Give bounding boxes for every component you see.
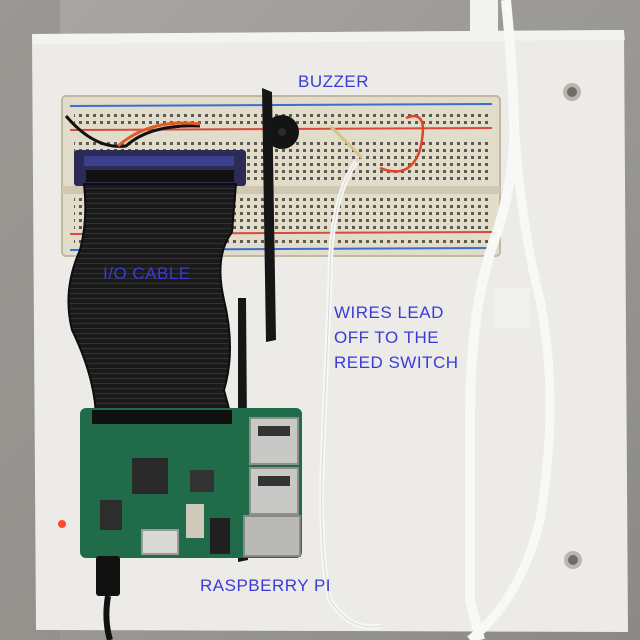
tape-clip xyxy=(494,288,530,328)
power-cable xyxy=(96,556,120,640)
label-wires-lead: WIRES LEAD OFF TO THE REED SWITCH xyxy=(334,300,459,375)
label-io-cable: I/O CABLE xyxy=(103,264,191,283)
label-raspberry-pi: RASPBERRY PI xyxy=(200,576,332,595)
gpio-cobbler xyxy=(74,150,246,186)
buzzer xyxy=(265,115,299,149)
white-cable xyxy=(464,0,520,640)
ethernet-port xyxy=(243,515,301,557)
power-led xyxy=(58,520,66,528)
label-wires-line-2: OFF TO THE xyxy=(334,328,440,347)
hdmi-port xyxy=(141,529,179,555)
label-wires-line-3: REED SWITCH xyxy=(334,353,459,372)
usb-ports xyxy=(249,417,299,515)
zip-tie-upper xyxy=(262,88,276,342)
label-wires-line-1: WIRES LEAD xyxy=(334,303,444,322)
screw-top xyxy=(563,83,581,101)
ribbon-cable xyxy=(67,183,238,421)
screw-bottom xyxy=(564,551,582,569)
label-buzzer: BUZZER xyxy=(298,72,369,91)
